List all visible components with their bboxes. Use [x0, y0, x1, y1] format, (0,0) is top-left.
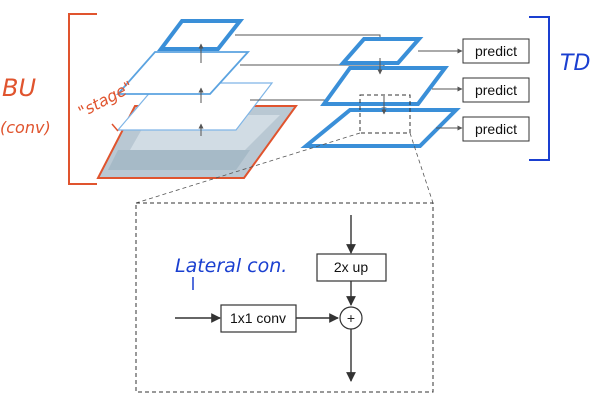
bottom-up-layer-1	[157, 19, 245, 51]
merge-highlight-box	[359, 94, 411, 134]
upsample-box: 2x up	[316, 253, 387, 282]
bottom-up-layer-2	[116, 51, 251, 95]
predict-connectors	[418, 48, 463, 131]
bottom-up-annotation: BU	[2, 74, 36, 102]
top-down-annotation: TD	[560, 51, 590, 76]
predict-box-3: predict	[462, 116, 530, 142]
predict-box-1: predict	[462, 38, 530, 64]
sum-node: +	[339, 306, 363, 330]
predict-box-2: predict	[462, 77, 530, 103]
top-down-pathway	[300, 37, 461, 148]
bottom-up-sub-annotation: (conv)	[0, 118, 51, 137]
top-down-layer-3	[300, 108, 461, 148]
stage-annotation: "stage"	[75, 77, 136, 122]
zoom-guides	[135, 132, 434, 204]
top-down-layer-1	[338, 37, 424, 65]
predict-label: predict	[475, 43, 517, 59]
sum-symbol: +	[347, 310, 355, 326]
upsample-label: 2x up	[334, 259, 368, 275]
top-down-bracket	[529, 16, 550, 161]
predict-label: predict	[475, 82, 517, 98]
lateral-annotation: Lateral con.	[175, 255, 287, 277]
predict-label: predict	[475, 121, 517, 137]
bottom-up-bracket	[68, 13, 97, 185]
conv-1x1-box: 1x1 conv	[220, 304, 297, 333]
bottom-up-pathway	[96, 19, 298, 179]
merge-detail-panel: 2x up 1x1 conv +	[135, 202, 434, 393]
conv-label: 1x1 conv	[230, 310, 286, 326]
top-down-layer-2	[320, 66, 449, 106]
